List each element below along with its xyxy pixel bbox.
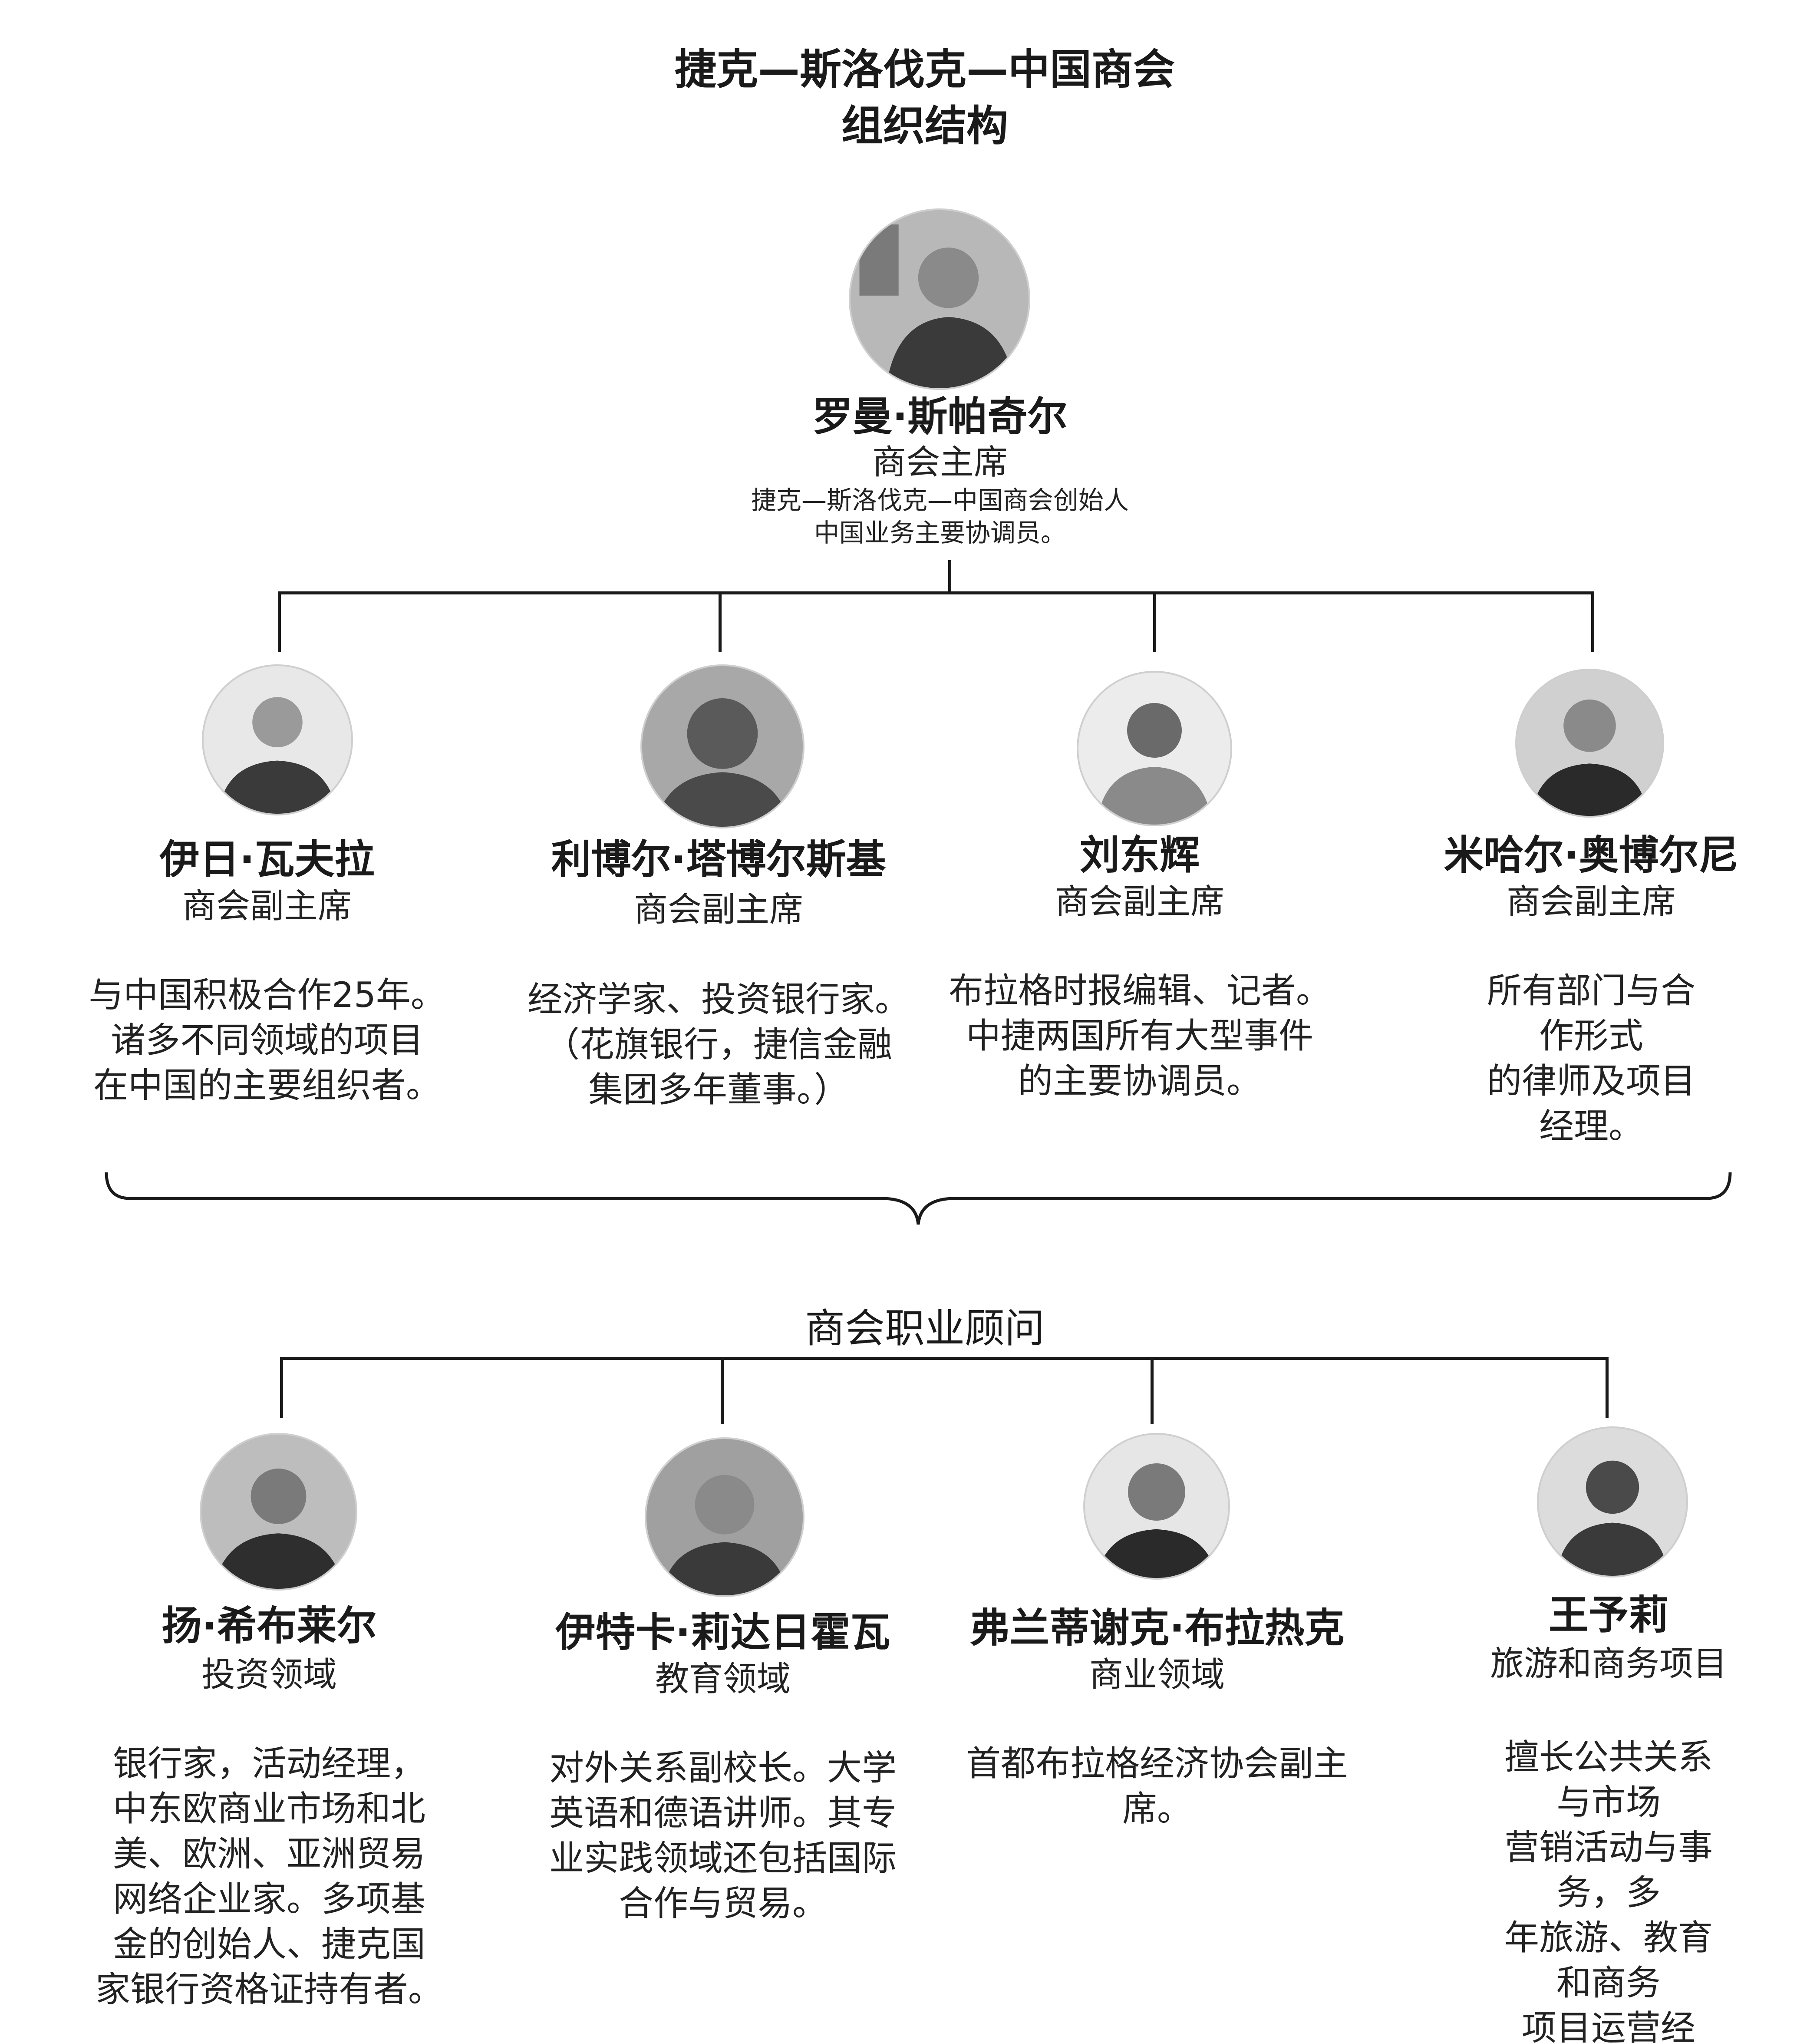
chairman-note-line1: 捷克—斯洛伐克—中国商会创始人 [751,485,1129,515]
advisor-name: 伊特卡·莉达日霍瓦 [555,1609,890,1656]
vice-chair-description: 与中国积极合作25年。 诸多不同领域的项目 在中国的主要组织者。 [89,975,445,1106]
vice-chair-name: 刘东辉 [1079,832,1200,878]
advisor-description: 对外关系副校长。大学 英语和德语讲师。其专 业实践领域还包括国际 合作与贸易。 [549,1748,897,1924]
vice-chair-name: 利博尔·塔博尔斯基 [551,836,886,883]
person-silhouette-icon [851,210,1029,388]
vice-chair-photo [640,664,804,828]
vice-chair-role: 商会副主席 [182,887,352,926]
advisor-name: 扬·希布莱尔 [162,1603,377,1649]
connector-line [721,1357,724,1424]
advisor-field: 教育领域 [655,1660,791,1699]
connector-line [719,591,722,652]
vice-chair-name: 伊日·瓦夫拉 [159,836,375,883]
chairman-name: 罗曼·斯帕奇尔 [812,393,1068,440]
person-silhouette-icon [1517,670,1662,816]
connector-line [278,591,1594,594]
advisor-name: 王予莉 [1548,1592,1669,1638]
vice-chair-description: 所有部门与合作形式 的律师及项目经理。 [1487,970,1695,1146]
vice-chair-photo [202,664,353,815]
advisor-photo [1083,1433,1230,1580]
vice-chair-role: 商会副主席 [633,890,804,929]
advisor-photo [200,1433,357,1591]
advisor-description: 首都布拉格经济协会副主 席。 [966,1743,1348,1829]
person-silhouette-icon [204,666,351,814]
connector-line [280,1357,1609,1360]
vice-chair-name: 米哈尔·奥博尔尼 [1444,832,1739,878]
vice-chair-description: 布拉格时报编辑、记者。 中捷两国所有大型事件 的主要协调员。 [949,970,1331,1101]
connector-line [1606,1357,1609,1418]
advisor-photo [1537,1426,1688,1578]
advisor-name: 弗兰蒂谢克·布拉热克 [969,1605,1345,1651]
person-silhouette-icon [1539,1428,1686,1576]
advisor-description: 擅长公共关系与市场 营销活动与事务，多 年旅游、教育和商务 项目运营经验。 [1504,1737,1713,2043]
connector-line [278,591,281,652]
connector-line [1591,591,1594,652]
connector-line [1153,591,1156,652]
advisors-section-title: 商会职业顾问 [804,1305,1045,1352]
curly-brace [105,1172,1732,1225]
connector-line [280,1357,283,1418]
chairman-photo [849,208,1030,390]
vice-chair-photo [1077,671,1232,826]
person-silhouette-icon [646,1439,803,1595]
person-silhouette-icon [1085,1435,1228,1578]
advisor-photo [645,1437,804,1597]
chart-title-line1: 捷克—斯洛伐克—中国商会 [675,45,1175,94]
person-silhouette-icon [642,666,803,827]
person-silhouette-icon [201,1435,356,1589]
connector-line [948,560,951,593]
chairman-role: 商会主席 [872,443,1008,482]
vice-chair-photo [1515,669,1664,818]
advisor-field: 投资领域 [201,1655,337,1694]
vice-chair-role: 商会副主席 [1055,882,1225,921]
advisor-description: 银行家，活动经理， 中东欧商业市场和北 美、欧洲、亚洲贸易 网络企业家。多项基 … [96,1743,443,2010]
connector-line [1151,1357,1154,1424]
advisor-field: 商业领域 [1089,1655,1225,1694]
chairman-note-line2: 中国业务主要协调员。 [814,518,1066,548]
advisor-field: 旅游和商务项目 [1490,1644,1728,1683]
person-silhouette-icon [1078,673,1230,825]
vice-chair-role: 商会副主席 [1506,882,1676,921]
chart-title-line2: 组织结构 [841,102,1008,150]
vice-chair-description: 经济学家、投资银行家。 （花旗银行，捷信金融 集团多年董事。） [528,979,910,1110]
